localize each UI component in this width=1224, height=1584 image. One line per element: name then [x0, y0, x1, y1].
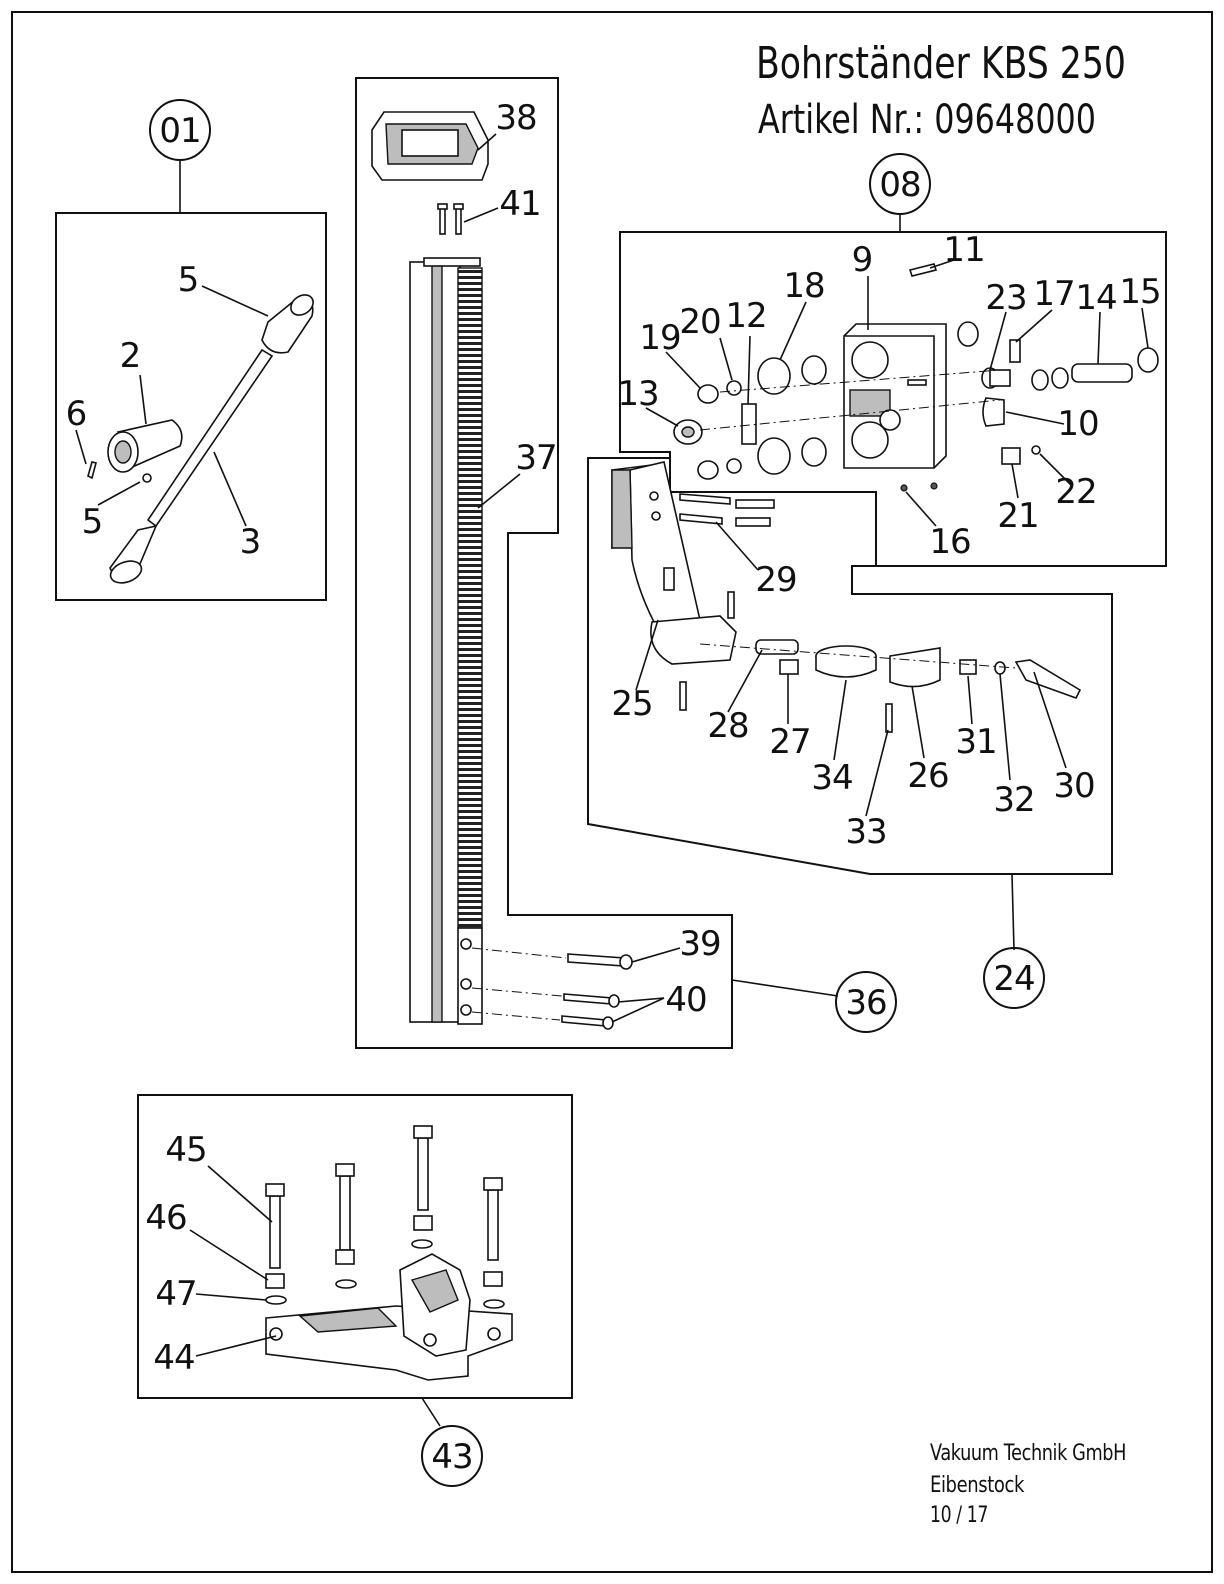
- knob-top-part: [261, 294, 314, 354]
- group-01-box: [55, 212, 327, 601]
- group-08: 08: [617, 153, 1167, 567]
- column-part: [409, 257, 483, 1025]
- company-name: Vakuum Technik GmbH: [930, 1441, 1126, 1466]
- carriage-body-part: [843, 323, 947, 469]
- part-label-9: 9: [852, 240, 873, 280]
- part-label-6: 6: [66, 394, 87, 434]
- part-label-30: 30: [1053, 766, 1094, 806]
- group-43: 45 46 47 44 43: [137, 1094, 573, 1487]
- part-label-21: 21: [997, 496, 1038, 536]
- part-label-32: 32: [993, 780, 1034, 820]
- part-label-22: 22: [1055, 472, 1096, 512]
- page-number: 10 / 17: [930, 1503, 988, 1528]
- part-label-40: 40: [665, 980, 706, 1020]
- part-label-19: 19: [639, 318, 680, 358]
- part-label-34: 34: [811, 758, 852, 798]
- part-label-15: 15: [1119, 272, 1160, 312]
- group-36-label: 36: [845, 983, 886, 1023]
- part-label-18: 18: [783, 266, 824, 306]
- part-label-13: 13: [617, 374, 658, 414]
- part-label-5: 5: [82, 502, 103, 542]
- part-label-41: 41: [499, 184, 540, 224]
- part-label-12: 12: [725, 296, 766, 336]
- part-label-28: 28: [707, 706, 748, 746]
- part-label-11: 11: [943, 230, 984, 270]
- part-label-33: 33: [845, 812, 886, 852]
- group-24-label: 24: [993, 959, 1034, 999]
- part-label-10: 10: [1057, 404, 1098, 444]
- knob-bottom-part: [109, 524, 158, 584]
- base-plate-part: [265, 1253, 513, 1381]
- part-label-31: 31: [955, 722, 996, 762]
- hub-part: [107, 419, 183, 473]
- part-label-20: 20: [679, 302, 720, 342]
- part-label-47: 47: [155, 1274, 196, 1314]
- part-label-25: 25: [611, 684, 652, 724]
- bolt-45-part: [265, 1125, 503, 1269]
- part-label-14: 14: [1075, 278, 1116, 318]
- part-label-2: 2: [120, 336, 141, 376]
- top-cap-part: [371, 111, 489, 181]
- part-label-39: 39: [679, 924, 720, 964]
- part-label-3: 3: [240, 522, 261, 562]
- group-43-label: 43: [431, 1437, 472, 1477]
- group-43-balloon: [421, 1425, 483, 1487]
- group-36: 38 41 37 39 40 36: [355, 77, 897, 1049]
- company-city: Eibenstock: [930, 1473, 1025, 1498]
- part-label-38: 38: [495, 98, 536, 138]
- group-36-box: [355, 77, 733, 1049]
- group-08-label: 08: [879, 165, 920, 205]
- arm-part: [611, 461, 737, 665]
- part-label-45: 45: [165, 1130, 206, 1170]
- drawing-frame: [11, 11, 1213, 1573]
- part-label-17: 17: [1033, 274, 1074, 314]
- part-label-44: 44: [153, 1338, 194, 1378]
- group-24-balloon: [983, 947, 1045, 1009]
- group-01-label: 01: [159, 111, 200, 151]
- part-label-26: 26: [907, 756, 948, 796]
- part-label-4: 5: [178, 260, 199, 300]
- group-01: 01 5 2 6 5: [55, 99, 327, 601]
- group-24: 29 25 28 27 34 33 26 31 32 30 24: [587, 457, 1113, 1009]
- part-label-27: 27: [769, 722, 810, 762]
- drawing-title: Bohrständer KBS 250: [756, 38, 1126, 89]
- part-label-16: 16: [929, 522, 970, 562]
- group-43-box: [137, 1094, 573, 1399]
- part-label-37: 37: [515, 438, 556, 478]
- part-label-23: 23: [985, 278, 1026, 318]
- article-number: Artikel Nr.: 09648000: [758, 97, 1096, 143]
- part-label-29: 29: [755, 560, 796, 600]
- part-label-46: 46: [145, 1198, 186, 1238]
- group-36-balloon: [835, 971, 897, 1033]
